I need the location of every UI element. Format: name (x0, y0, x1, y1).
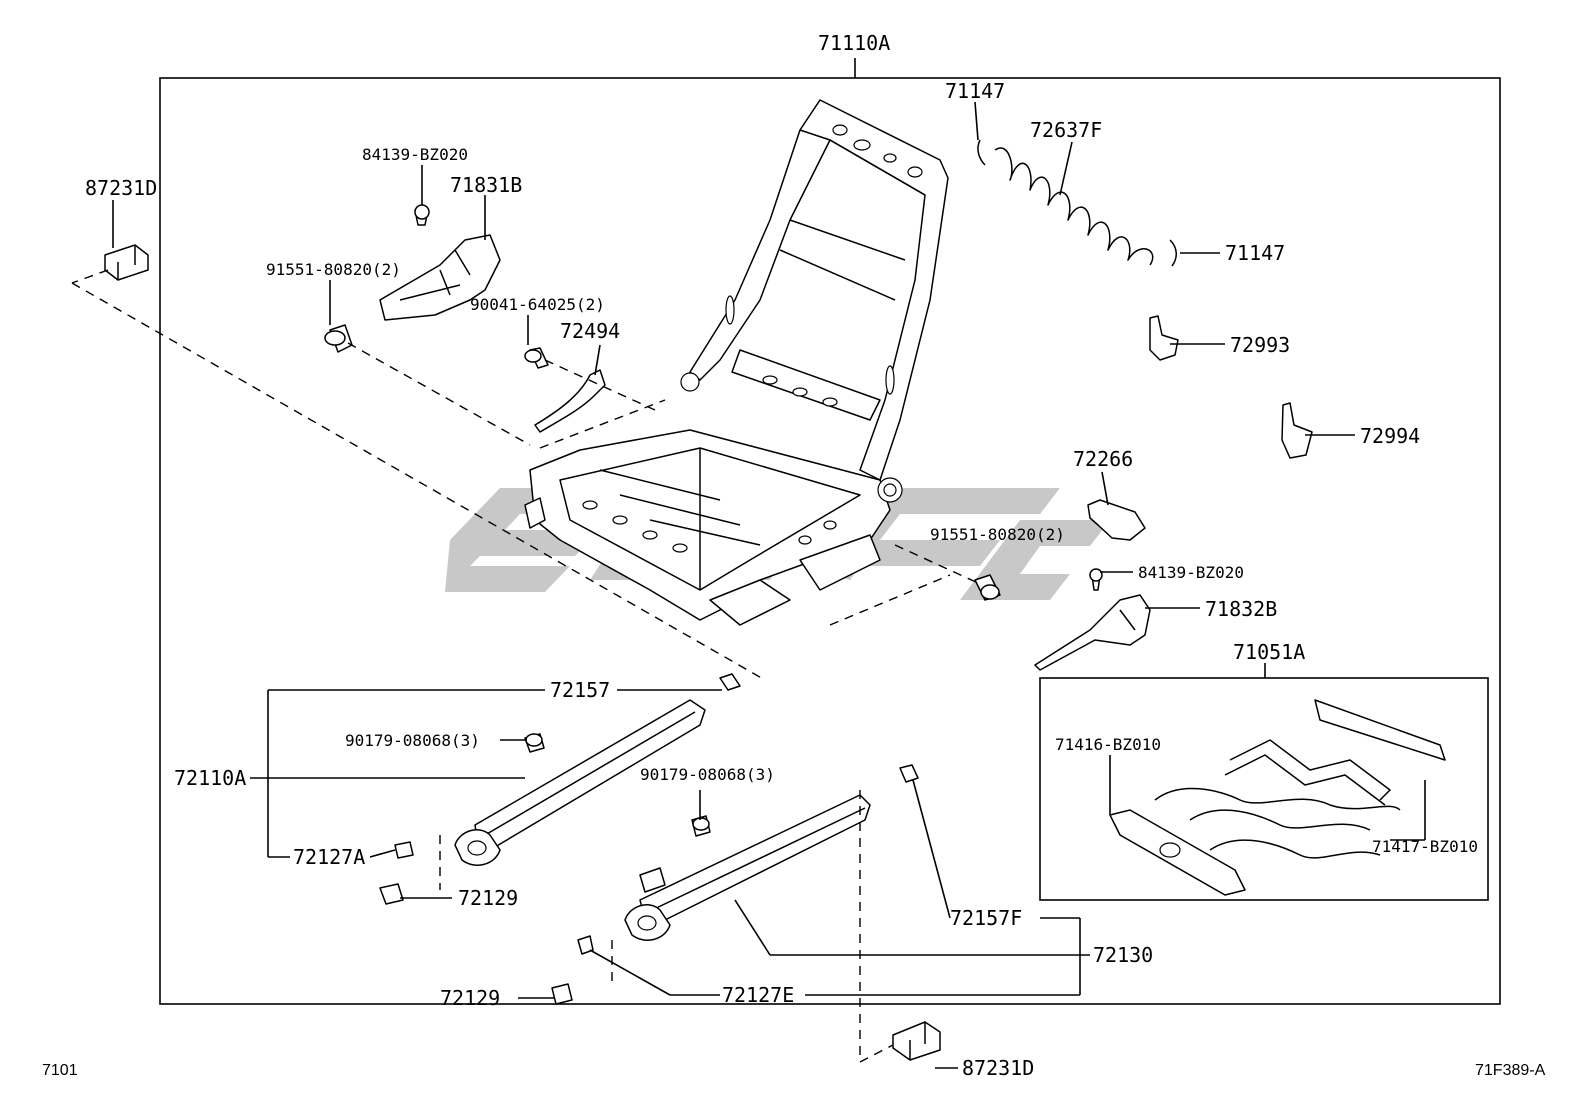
label-bracket-b: 72994 (1360, 424, 1420, 448)
label-nut-right: 90179-08068(3) (640, 765, 775, 784)
spring-part (977, 139, 1177, 267)
leader-lines (112, 101, 1426, 1069)
label-spring-assy: 71051A (1233, 640, 1305, 664)
label-wire-harness-b: 71417-BZ010 (1372, 837, 1478, 856)
label-cover-rail-a: 72127A (293, 845, 365, 869)
seat-frame (524, 99, 949, 626)
label-clip-bottom: 87231D (962, 1056, 1034, 1080)
spring-assy-part (1109, 699, 1446, 896)
label-cap-left: 72129 (458, 886, 518, 910)
label-stopper-bolt-right: 84139-BZ020 (1138, 563, 1244, 582)
label-stopper-bolt-left: 84139-BZ020 (362, 145, 468, 164)
label-nut-left: 90179-08068(3) (345, 731, 480, 750)
label-bolt-left: 91551-80820(2) (266, 260, 401, 279)
label-wire-harness-a: 71416-BZ010 (1055, 735, 1161, 754)
label-frame-assembly: 71110A (818, 31, 890, 55)
cover-small-part (1087, 499, 1146, 541)
part-labels: 71110A 71147 72637F 71147 84139-BZ020 71… (85, 31, 1478, 1080)
label-lever: 72494 (560, 319, 620, 343)
label-cap-bottom: 72129 (440, 986, 500, 1010)
small-parts-bottom (379, 841, 594, 1005)
label-adjuster-assy: 72110A (174, 766, 246, 790)
cover-left-part (324, 204, 549, 369)
label-wire-left-top: 71147 (945, 79, 1005, 103)
label-cover-rail-f: 72157F (950, 906, 1022, 930)
dashed-lines (71, 269, 979, 1063)
page-code: 7101 (42, 1062, 78, 1079)
label-adjuster-right: 72130 (1093, 943, 1153, 967)
bracket-b-part (1281, 402, 1313, 459)
assembly-boundary (159, 77, 1501, 1005)
label-cover-right: 71832B (1205, 597, 1277, 621)
label-wire-right: 71147 (1225, 241, 1285, 265)
label-spring: 72637F (1030, 118, 1102, 142)
clip-top-left-part (104, 244, 149, 281)
label-clip-left-top: 87231D (85, 176, 157, 200)
clip-bottom-part (892, 1021, 941, 1061)
label-cover-left: 71831B (450, 173, 522, 197)
label-bracket-a: 72993 (1230, 333, 1290, 357)
label-cover-rail-e: 72127E (722, 983, 794, 1007)
lever-part (534, 369, 606, 433)
cover-right-part (1034, 594, 1151, 671)
label-cover-rail-top: 72157 (550, 678, 610, 702)
bracket-a-part (1149, 315, 1179, 361)
spring-assy-boundary (1039, 677, 1489, 901)
bolt-right-part (974, 568, 1103, 601)
label-bolt-right: 91551-80820(2) (930, 525, 1065, 544)
figure-code: 71F389-A (1475, 1062, 1546, 1079)
label-cover-small: 72266 (1073, 447, 1133, 471)
label-screw-left: 90041-64025(2) (470, 295, 605, 314)
adjuster-upper-rail (454, 673, 741, 866)
adjuster-lower-rail (624, 764, 919, 941)
